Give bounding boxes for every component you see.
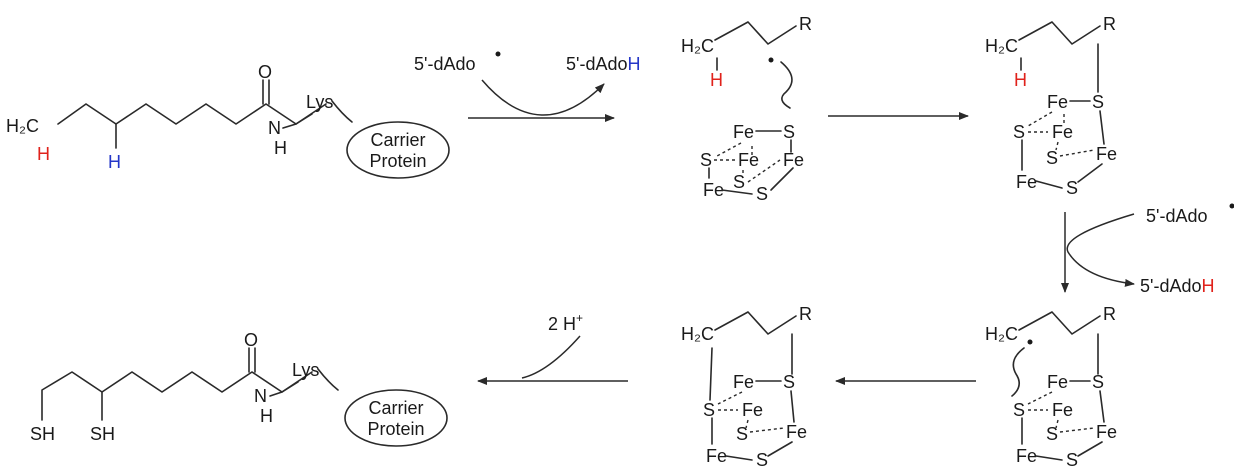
amide-hydrogen-label: H <box>274 138 287 158</box>
carrier-protein-ellipse <box>344 389 448 447</box>
s-label: S <box>1013 122 1025 142</box>
carbonyl-oxygen-label: O <box>258 62 272 82</box>
carbonyl-oxygen-label: O <box>244 330 258 350</box>
carrier-protein-line2: Protein <box>369 151 426 171</box>
s-label: S <box>783 372 795 392</box>
thiol-label: SH <box>90 424 115 444</box>
r-group-label: R <box>799 304 812 324</box>
h2c-label: H₂C <box>985 36 1018 56</box>
intermediate-1-radical: H₂C H R Fe S S Fe S Fe Fe S <box>681 14 812 204</box>
dado-radical-reagent: 5'-dAdo <box>1146 206 1207 226</box>
h2c-label: H₂C <box>6 116 39 136</box>
intermediate-4-bis-cs: H₂C R Fe S S Fe S Fe Fe S <box>681 304 812 468</box>
amide-nitrogen-label: N <box>268 118 281 138</box>
intermediate-2-cs-bond: H₂C H R Fe S S Fe S Fe Fe S <box>985 14 1117 198</box>
intermediate-3-radical: H₂C R Fe S S Fe S Fe Fe S <box>985 304 1117 468</box>
red-hydrogen-label: H <box>37 144 50 164</box>
s-label: S <box>733 172 745 192</box>
step1-arrow: 5'-dAdo 5'-dAdoH <box>414 51 640 122</box>
s-label: S <box>1013 400 1025 420</box>
fe-label: Fe <box>1047 372 1068 392</box>
s-label: S <box>703 400 715 420</box>
substrate-molecule: H₂C H H O N H Lys Carrier Protein <box>6 62 450 179</box>
fe-label: Fe <box>733 372 754 392</box>
amide-hydrogen-label: H <box>260 406 273 426</box>
radical-dot <box>768 57 774 63</box>
fe-label: Fe <box>786 422 807 442</box>
s-label: S <box>1066 450 1078 468</box>
s-label: S <box>1046 148 1058 168</box>
h2c-label: H₂C <box>681 324 714 344</box>
carrier-protein-line2: Protein <box>367 419 424 439</box>
fishhook-arrow <box>1011 347 1025 397</box>
fe-label: Fe <box>1016 446 1037 466</box>
fe-label: Fe <box>1016 172 1037 192</box>
step3-arrow: 5'-dAdo 5'-dAdoH <box>1061 203 1234 296</box>
r-group-label: R <box>799 14 812 34</box>
red-hydrogen-label: H <box>710 70 723 90</box>
carrier-protein-line1: Carrier <box>368 398 423 418</box>
dado-radical-reagent: 5'-dAdo <box>414 54 475 74</box>
fishhook-arrow <box>780 61 793 109</box>
fe-label: Fe <box>1047 92 1068 112</box>
s-label: S <box>756 184 768 204</box>
radical-dot <box>1027 339 1033 345</box>
s-label: S <box>1066 178 1078 198</box>
proton-reagent: 2 H+ <box>548 311 583 334</box>
fe-label: Fe <box>783 150 804 170</box>
radical-dot <box>1229 203 1234 209</box>
carrier-protein-ellipse <box>346 121 450 179</box>
s-label: S <box>736 424 748 444</box>
r-group-label: R <box>1103 304 1116 324</box>
fe-label: Fe <box>738 150 759 170</box>
s-label: S <box>1092 372 1104 392</box>
lysine-label: Lys <box>292 360 319 380</box>
product-molecule: SH SH O N H Lys Carrier Protein <box>30 330 448 447</box>
step5-arrow: 2 H+ <box>477 311 628 385</box>
s-label: S <box>1046 424 1058 444</box>
dado-h-product: 5'-dAdoH <box>1140 276 1214 296</box>
r-group-label: R <box>1103 14 1116 34</box>
s-label: S <box>700 150 712 170</box>
fe-label: Fe <box>1096 144 1117 164</box>
fe-label: Fe <box>1096 422 1117 442</box>
fe-label: Fe <box>733 122 754 142</box>
thiol-label: SH <box>30 424 55 444</box>
fe-label: Fe <box>1052 400 1073 420</box>
s-label: S <box>1092 92 1104 112</box>
fe-label: Fe <box>703 180 724 200</box>
fe-label: Fe <box>1052 122 1073 142</box>
carrier-protein-line1: Carrier <box>370 130 425 150</box>
s-label: S <box>756 450 768 468</box>
red-hydrogen-label: H <box>1014 70 1027 90</box>
fe-label: Fe <box>742 400 763 420</box>
fe-label: Fe <box>706 446 727 466</box>
radical-dot <box>495 51 501 57</box>
lysine-label: Lys <box>306 92 333 112</box>
dado-h-product: 5'-dAdoH <box>566 54 640 74</box>
h2c-label: H₂C <box>985 324 1018 344</box>
s-label: S <box>783 122 795 142</box>
blue-hydrogen-label: H <box>108 152 121 172</box>
amide-nitrogen-label: N <box>254 386 267 406</box>
h2c-label: H₂C <box>681 36 714 56</box>
